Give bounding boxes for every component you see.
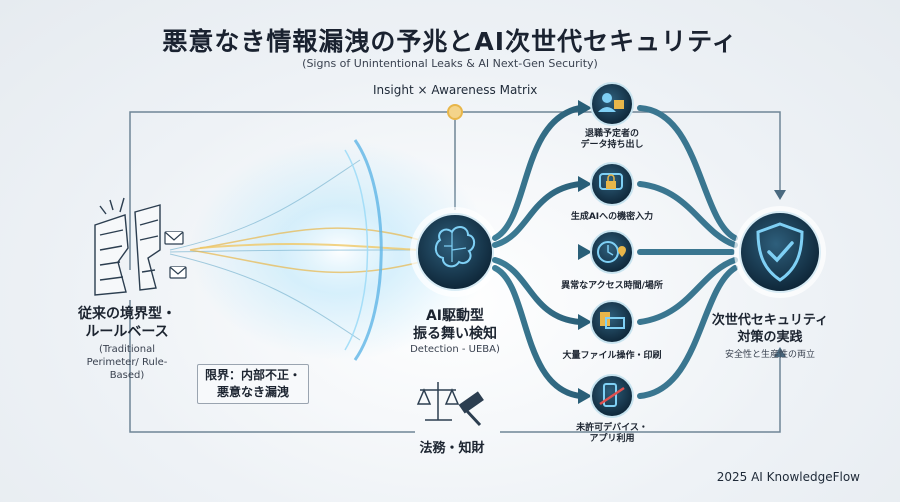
signal-1-line1: 退職予定者の [584, 129, 639, 139]
signal-label-2: 生成AIへの機密入力 [552, 212, 672, 223]
signal-icon-4 [590, 300, 634, 344]
shield-check-icon [734, 206, 826, 298]
signal-icon-5 [590, 374, 634, 418]
traditional-title-line1: 従来の境界型・ [78, 306, 176, 322]
nextgen-title-line2: 対策の実践 [737, 330, 803, 345]
signal-3-line1: 異常なアクセス時間/場所 [561, 281, 663, 291]
traditional-title-line2: ルールベース [85, 324, 169, 340]
envelope-icon [164, 231, 187, 279]
branch-arrowheads [578, 100, 592, 404]
footer-credit: 2025 AI KnowledgeFlow [716, 470, 860, 484]
signal-icon-3 [590, 230, 634, 274]
signal-5-line2: アプリ利用 [589, 434, 635, 444]
limitation-line2: 悪意なき漏洩 [216, 385, 289, 399]
signal-1-line2: データ持ち出し [580, 140, 644, 150]
ai-detection-title: AI駆動型 振る舞い検知 [400, 307, 510, 343]
signal-label-3: 異常なアクセス時間/場所 [547, 281, 677, 292]
matrix-label: Insight × Awareness Matrix [373, 83, 538, 97]
converge-arrows [637, 105, 738, 399]
frame-lines [129, 111, 781, 433]
page-title: 悪意なき情報漏洩の予兆とAI次世代セキュリティ [162, 27, 738, 56]
traditional-approach-title: 従来の境界型・ ルールベース [62, 305, 192, 341]
signal-label-4: 大量ファイル操作・印刷 [552, 351, 672, 362]
brain-icon [410, 207, 500, 297]
limitation-line1: 限界：内部不正・ [204, 368, 301, 382]
legal-label: 法務・知財 [419, 441, 485, 456]
nextgen-security-subtitle: 安全性と生産性の両立 [724, 350, 815, 360]
signal-icon-1 [590, 82, 634, 126]
limitation-box: 限界：内部不正・ 悪意なき漏洩 [197, 364, 309, 404]
data-stream [169, 139, 490, 361]
branch-arrows [492, 105, 583, 399]
ai-title-line1: AI駆動型 [425, 308, 485, 324]
traditional-approach-subtitle: (Traditional Perimeter/ Rule- Based) [66, 343, 188, 382]
signal-2-line1: 生成AIへの機密入力 [570, 212, 654, 222]
matrix-node [447, 104, 463, 120]
signal-icon-2 [590, 162, 634, 206]
ai-title-line2: 振る舞い検知 [413, 326, 497, 342]
ai-detection-subtitle: Detection - UEBA) [410, 344, 500, 355]
page-subtitle: (Signs of Unintentional Leaks & AI Next-… [302, 57, 598, 70]
frame-arrow-bottom [774, 347, 786, 357]
broken-wall-icon [94, 197, 161, 296]
nextgen-security-title: 次世代セキュリティ 対策の実践 [700, 312, 840, 346]
nextgen-title-line1: 次世代セキュリティ [711, 313, 829, 328]
scales-gavel-icon [416, 382, 484, 427]
traditional-sub-line2: Perimeter/ Rule- [86, 357, 168, 368]
signal-label-5: 未許可デバイス・ アプリ利用 [562, 423, 662, 445]
traditional-sub-line1: (Traditional [99, 344, 155, 355]
signal-5-line1: 未許可デバイス・ [576, 423, 648, 433]
signal-4-line1: 大量ファイル操作・印刷 [562, 351, 662, 361]
signal-label-1: 退職予定者の データ持ち出し [562, 129, 662, 151]
frame-arrow-top [774, 190, 786, 200]
traditional-sub-line3: Based) [109, 370, 145, 381]
